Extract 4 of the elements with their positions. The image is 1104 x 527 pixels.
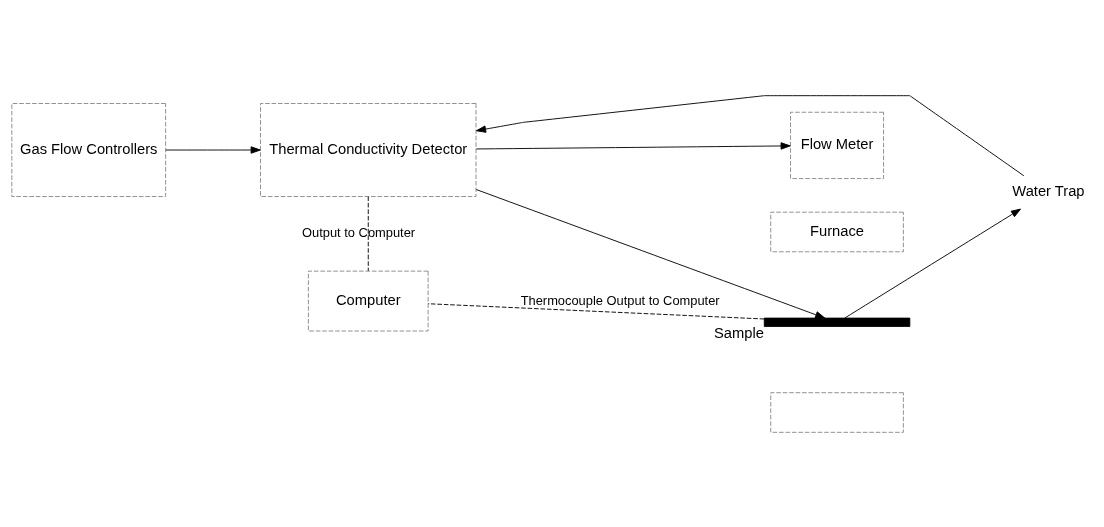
edge-label: Output to Computer: [302, 224, 416, 240]
node-label: Sample: [714, 324, 764, 341]
edge-label: Thermocouple Output to Computer: [520, 292, 720, 308]
node-text: Water Trap: [1012, 182, 1085, 199]
